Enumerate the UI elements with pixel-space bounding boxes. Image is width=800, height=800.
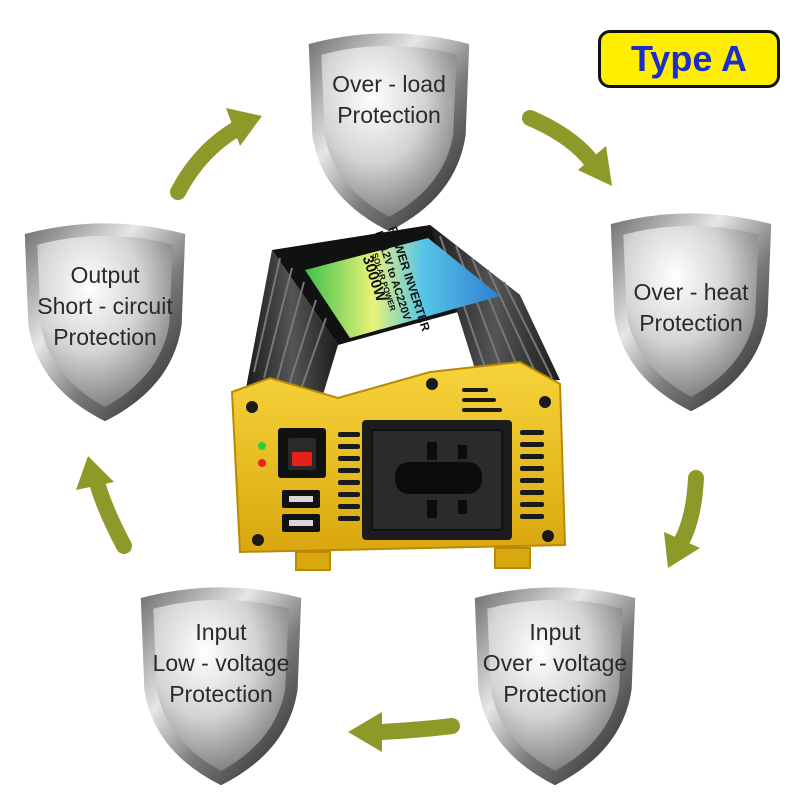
- universal-ac-socket: [362, 420, 512, 540]
- shield-label-line: Protection: [639, 310, 743, 336]
- mounting-feet: [295, 547, 531, 571]
- arrow-top-to-right-icon: [522, 110, 612, 186]
- shield-label-line: Protection: [337, 102, 441, 128]
- panel-screws: [246, 378, 554, 546]
- power-led-icon: [258, 442, 266, 450]
- shield-label-line: Input: [195, 619, 247, 645]
- usb-ports: [282, 490, 320, 532]
- fault-led-icon: [258, 459, 266, 467]
- arrow-bottom-left-to-left-icon: [76, 456, 132, 554]
- label-panel: [305, 238, 500, 338]
- vent-slots: [338, 388, 544, 521]
- shield-label-line: Input: [529, 619, 581, 645]
- shield-label-line: Output: [70, 262, 140, 288]
- arrow-bottom-right-to-bottom-left-icon: [348, 712, 460, 752]
- power-inverter-illustration: POWER INVERTER DC12V to AC220V 3000W SOL…: [230, 225, 567, 571]
- type-badge: Type A: [598, 30, 780, 88]
- shield-icon: [24, 223, 186, 422]
- shield-label-line: Protection: [169, 681, 273, 707]
- shield-label-line: Protection: [503, 681, 607, 707]
- arrow-right-to-bottom-right-icon: [664, 470, 704, 568]
- cycle-arrows: [76, 108, 704, 752]
- shield-label-line: Low - voltage: [153, 650, 290, 676]
- power-switch[interactable]: [278, 428, 326, 478]
- heatsink-fins: [246, 225, 560, 398]
- shield-label-line: Protection: [53, 324, 157, 350]
- shield-label-line: Over - voltage: [483, 650, 627, 676]
- shield-label-line: Over - heat: [633, 279, 749, 305]
- type-badge-label: Type A: [630, 38, 747, 79]
- arrow-left-to-top-icon: [170, 108, 262, 200]
- shield-label-line: Over - load: [332, 71, 446, 97]
- shield-label-line: Short - circuit: [37, 293, 173, 319]
- shield-icon: [308, 33, 470, 232]
